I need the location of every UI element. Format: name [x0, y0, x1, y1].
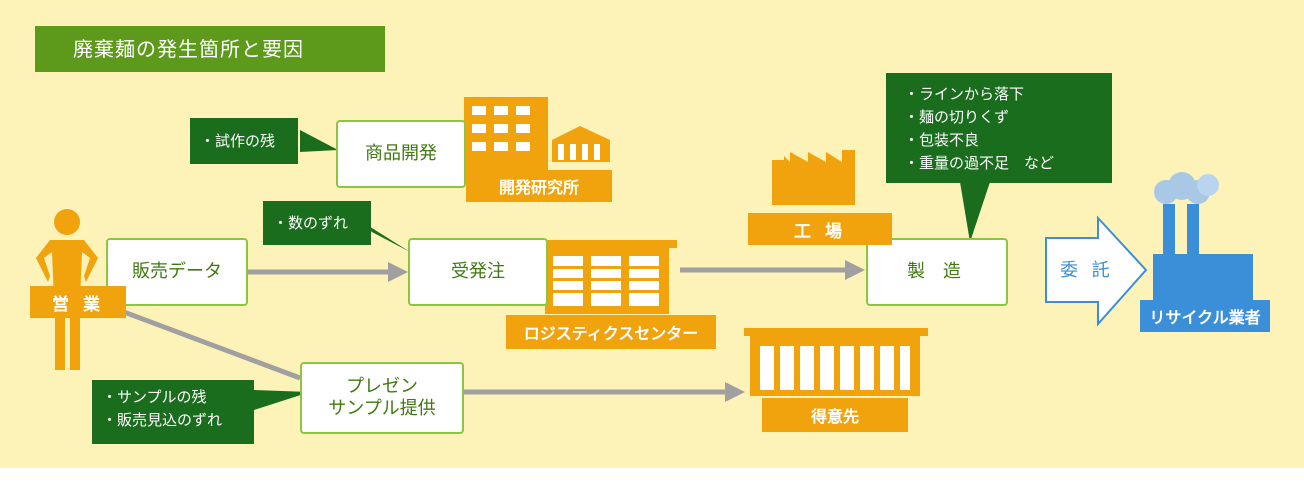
note-line: ・販売見込のずれ	[102, 411, 223, 429]
note-sample: ・サンプルの残 ・販売見込のずれ	[92, 380, 254, 444]
note-line: ・ラインから落下	[904, 85, 1025, 103]
note-factory: ・ラインから落下 ・麺の切りくず ・包装不良 ・重量の過不足 など	[886, 73, 1112, 183]
label-itaku: 委 託	[1060, 260, 1114, 281]
note-line: ・重量の過不足 など	[904, 154, 1055, 172]
label-kenkyujo: 開発研究所	[466, 170, 612, 202]
store-icon	[744, 328, 928, 396]
note-line: ・試作の残	[200, 132, 276, 150]
label-logistics: ロジスティクスセンター	[506, 315, 716, 349]
note-line: ・サンプルの残	[102, 388, 207, 406]
label-recycle: リサイクル業者	[1140, 300, 1270, 332]
node-juhatchu: 受発注	[408, 238, 548, 306]
warehouse-icon	[537, 240, 677, 314]
label-kojo: 工 場	[748, 213, 892, 245]
node-seizo: 製 造	[866, 238, 1008, 306]
factory-icon	[772, 150, 855, 205]
note-shisaku: ・試作の残	[190, 118, 298, 164]
recycle-plant-icon	[1153, 172, 1253, 304]
diagram-title: 廃棄麺の発生箇所と要因	[35, 26, 385, 72]
person-icon	[36, 209, 98, 370]
node-presen-line1: プレゼン	[346, 375, 418, 397]
label-tokuisaki: 得意先	[762, 398, 908, 432]
outsource-arrow-icon	[1045, 215, 1148, 327]
label-eigyo: 営 業	[30, 286, 126, 318]
flow-arrows	[123, 260, 865, 402]
node-hanbai-data: 販売データ	[106, 238, 248, 306]
note-kazu: ・数のずれ	[263, 201, 371, 245]
note-line: ・麺の切りくず	[904, 108, 1010, 126]
note-line: ・数のずれ	[273, 214, 349, 232]
node-presen: プレゼン サンプル提供	[300, 362, 464, 434]
line-eigyo-to-presen	[123, 309, 301, 381]
note-line: ・包装不良	[904, 131, 980, 149]
node-presen-line2: サンプル提供	[328, 398, 436, 419]
research-building-icon	[464, 97, 610, 174]
node-shohin-kaihatsu: 商品開発	[336, 120, 466, 188]
